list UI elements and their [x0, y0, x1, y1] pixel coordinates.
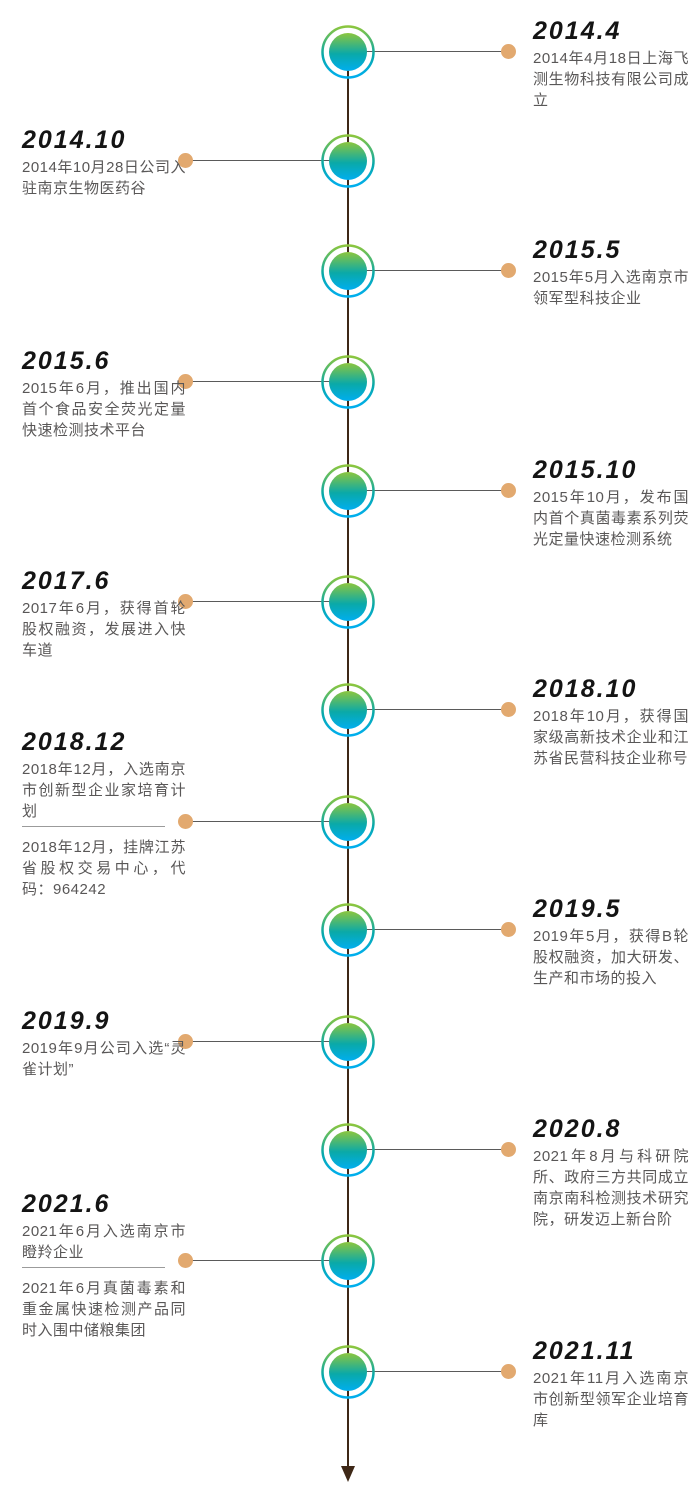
gradient-circle-icon — [321, 355, 375, 409]
connector-line — [186, 1260, 348, 1261]
gradient-circle-icon — [321, 903, 375, 957]
arrow-down-icon — [341, 1466, 355, 1482]
connector-line — [348, 51, 508, 52]
node-description: 2018年10月，获得国家级高新技术企业和江苏省民营科技企业称号 — [533, 708, 689, 767]
connector-dot — [178, 594, 193, 609]
connector-line — [348, 1149, 508, 1150]
connector-line — [186, 1041, 348, 1042]
connector-dot — [501, 1142, 516, 1157]
node-date: 2018.12 — [22, 728, 127, 756]
node-date: 2020.8 — [533, 1115, 622, 1143]
node-description: 2014年10月28日公司入驻南京生物医药谷 — [22, 159, 186, 197]
connector-line — [186, 601, 348, 602]
connector-dot — [501, 483, 516, 498]
node-date: 2019.9 — [22, 1007, 111, 1035]
connector-line — [186, 821, 348, 822]
connector-dot — [501, 44, 516, 59]
gradient-circle-icon — [321, 1345, 375, 1399]
node-description: 2019年5月，获得B轮股权融资，加大研发、生产和市场的投入 — [533, 928, 689, 987]
node-description-secondary: 2018年12月，挂牌江苏省股权交易中心，代码：964242 — [22, 839, 186, 898]
connector-dot — [178, 1253, 193, 1268]
gradient-circle-icon — [321, 25, 375, 79]
node-date: 2014.10 — [22, 126, 127, 154]
node-description: 2019年9月公司入选“灵雀计划” — [22, 1040, 186, 1078]
gradient-circle-icon — [321, 683, 375, 737]
connector-dot — [501, 1364, 516, 1379]
node-description: 2021年6月入选南京市瞪羚企业 — [22, 1223, 186, 1261]
connector-dot — [501, 922, 516, 937]
connector-line — [348, 490, 508, 491]
node-divider — [22, 826, 165, 827]
connector-line — [348, 929, 508, 930]
node-date: 2015.6 — [22, 347, 111, 375]
connector-dot — [178, 153, 193, 168]
connector-dot — [178, 814, 193, 829]
timeline-axis-line — [347, 52, 349, 1470]
node-description-secondary: 2021年6月真菌毒素和重金属快速检测产品同时入围中储粮集团 — [22, 1280, 186, 1339]
gradient-circle-icon — [321, 1123, 375, 1177]
node-date: 2017.6 — [22, 567, 111, 595]
connector-dot — [178, 1034, 193, 1049]
node-date: 2018.10 — [533, 675, 638, 703]
node-date: 2014.4 — [533, 17, 622, 45]
node-description: 2017年6月，获得首轮股权融资，发展进入快车道 — [22, 600, 186, 659]
connector-line — [348, 270, 508, 271]
connector-line — [348, 709, 508, 710]
connector-line — [186, 160, 348, 161]
gradient-circle-icon — [321, 1234, 375, 1288]
node-date: 2015.10 — [533, 456, 638, 484]
node-description: 2018年12月，入选南京市创新型企业家培育计划 — [22, 761, 186, 820]
connector-dot — [501, 702, 516, 717]
gradient-circle-icon — [321, 795, 375, 849]
node-date: 2021.11 — [533, 1337, 636, 1365]
node-date: 2021.6 — [22, 1190, 111, 1218]
node-description: 2015年6月，推出国内首个食品安全荧光定量快速检测技术平台 — [22, 380, 186, 439]
connector-line — [348, 1371, 508, 1372]
connector-line — [186, 381, 348, 382]
node-date: 2019.5 — [533, 895, 622, 923]
connector-dot — [501, 263, 516, 278]
gradient-circle-icon — [321, 575, 375, 629]
node-description: 2021年8月与科研院所、政府三方共同成立南京南科检测技术研究院，研发迈上新台阶 — [533, 1148, 689, 1228]
node-description: 2021年11月入选南京市创新型领军企业培育库 — [533, 1370, 689, 1429]
node-divider — [22, 1267, 165, 1268]
gradient-circle-icon — [321, 244, 375, 298]
node-date: 2015.5 — [533, 236, 622, 264]
gradient-circle-icon — [321, 1015, 375, 1069]
node-description: 2014年4月18日上海飞测生物科技有限公司成立 — [533, 50, 689, 109]
gradient-circle-icon — [321, 464, 375, 518]
node-description: 2015年10月，发布国内首个真菌毒素系列荧光定量快速检测系统 — [533, 489, 689, 548]
gradient-circle-icon — [321, 134, 375, 188]
node-description: 2015年5月入选南京市领军型科技企业 — [533, 269, 689, 307]
connector-dot — [178, 374, 193, 389]
